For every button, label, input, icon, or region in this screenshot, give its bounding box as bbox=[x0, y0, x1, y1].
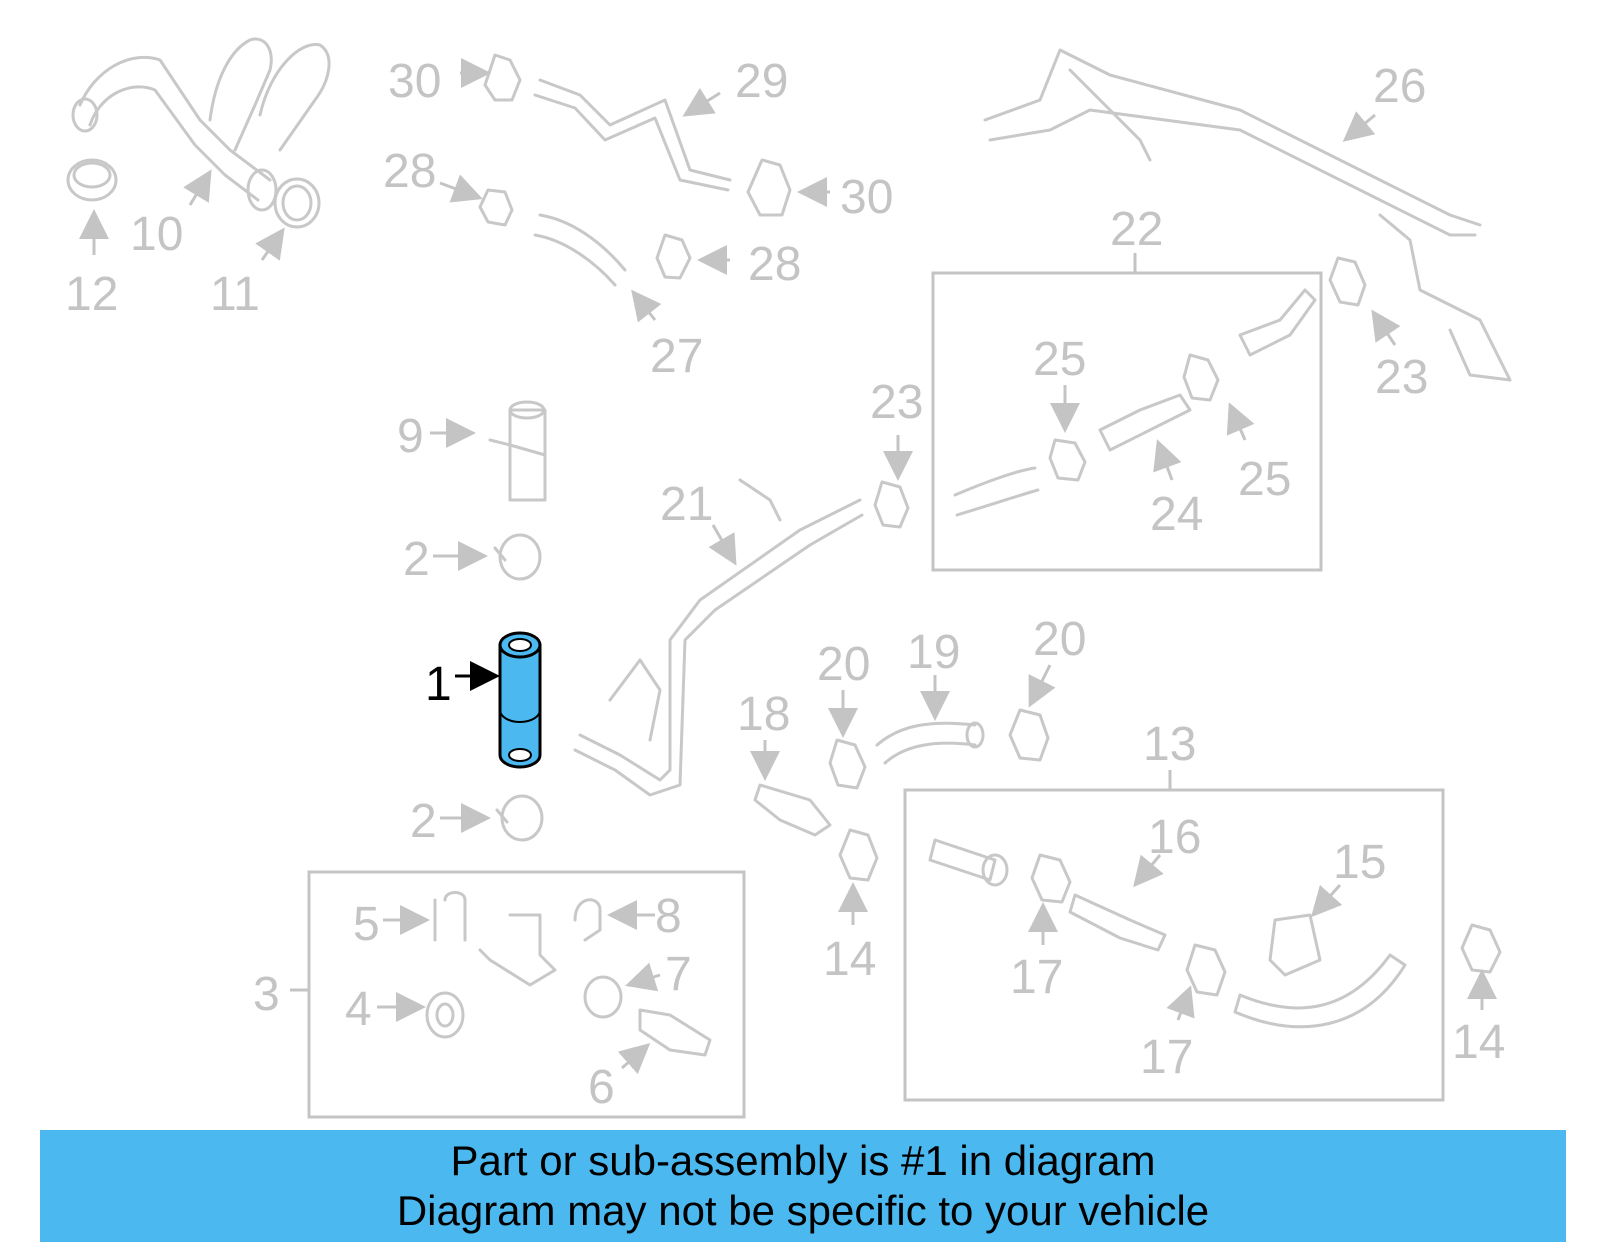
callout-17-left: 17 bbox=[1010, 951, 1063, 1004]
clamp-2-top bbox=[493, 533, 542, 581]
callout-18: 18 bbox=[737, 688, 790, 741]
callout-28-right: 28 bbox=[748, 238, 801, 291]
callout-labels: 1 2 2 3 4 5 6 7 8 9 10 11 12 13 14 14 15… bbox=[65, 55, 1505, 1114]
clamp-28-left bbox=[478, 188, 514, 227]
subassembly-box-3 bbox=[307, 870, 746, 1119]
info-banner: Part or sub-assembly is #1 in diagram Di… bbox=[40, 1130, 1566, 1242]
box-3-parts bbox=[425, 891, 712, 1057]
clamp-28-right bbox=[655, 233, 692, 280]
hose-27 bbox=[533, 213, 627, 287]
callout-2-top: 2 bbox=[403, 533, 430, 586]
box-13-parts bbox=[928, 838, 1407, 1029]
callout-24: 24 bbox=[1150, 488, 1203, 541]
hose-1-highlighted[interactable] bbox=[498, 631, 542, 769]
subassembly-box-13 bbox=[903, 788, 1445, 1102]
hose-22-parts bbox=[953, 288, 1317, 517]
callout-20-left: 20 bbox=[817, 638, 870, 691]
clamp-2-bottom bbox=[495, 794, 544, 842]
clamp-30-top bbox=[483, 53, 522, 102]
callout-9: 9 bbox=[397, 410, 424, 463]
clamp-12 bbox=[66, 158, 118, 202]
callout-15: 15 bbox=[1333, 836, 1386, 889]
fitting-18 bbox=[753, 783, 832, 837]
callout-8: 8 bbox=[655, 890, 682, 943]
hose-assembly-10 bbox=[71, 37, 331, 212]
callout-25-left: 25 bbox=[1033, 333, 1086, 386]
callout-19: 19 bbox=[907, 626, 960, 679]
clamp-30-right bbox=[746, 158, 792, 217]
banner-line-1: Part or sub-assembly is #1 in diagram bbox=[450, 1137, 1156, 1184]
callout-6: 6 bbox=[588, 1061, 615, 1114]
callout-21: 21 bbox=[660, 478, 713, 531]
callout-27: 27 bbox=[650, 330, 703, 383]
callout-23-mid: 23 bbox=[870, 376, 923, 429]
callout-5: 5 bbox=[353, 898, 380, 951]
subassembly-box-22 bbox=[931, 271, 1323, 572]
callout-14-right: 14 bbox=[1452, 1016, 1505, 1069]
callout-4: 4 bbox=[345, 983, 372, 1036]
bracket-26 bbox=[983, 48, 1512, 382]
hose-19 bbox=[875, 721, 985, 765]
callout-30-right: 30 bbox=[840, 171, 893, 224]
clamp-23-top bbox=[1328, 256, 1367, 307]
callout-23-right: 23 bbox=[1375, 351, 1428, 404]
banner-line-2: Diagram may not be specific to your vehi… bbox=[396, 1187, 1210, 1234]
callout-12: 12 bbox=[65, 268, 118, 321]
callout-20-right: 20 bbox=[1033, 613, 1086, 666]
callout-25-right: 25 bbox=[1238, 453, 1291, 506]
callout-7: 7 bbox=[665, 948, 692, 1001]
callout-17-right: 17 bbox=[1140, 1031, 1193, 1084]
callout-28-left: 28 bbox=[383, 145, 436, 198]
callout-30-top: 30 bbox=[388, 55, 441, 108]
callout-22: 22 bbox=[1110, 203, 1163, 256]
callout-10: 10 bbox=[130, 208, 183, 261]
callout-11: 11 bbox=[210, 268, 260, 321]
callout-29: 29 bbox=[735, 55, 788, 108]
hose-29 bbox=[533, 78, 732, 192]
callout-13: 13 bbox=[1143, 718, 1196, 771]
leader-lines bbox=[79, 58, 1497, 1075]
clamp-23-mid bbox=[873, 480, 910, 529]
callout-26: 26 bbox=[1373, 60, 1426, 113]
clamp-14-right bbox=[1460, 923, 1502, 974]
callout-14-mid: 14 bbox=[823, 933, 876, 986]
fitting-9 bbox=[488, 400, 547, 502]
clamp-11 bbox=[273, 177, 321, 229]
callout-2-bottom: 2 bbox=[410, 795, 437, 848]
pipe-21 bbox=[573, 478, 864, 797]
callout-1: 1 bbox=[425, 658, 452, 711]
clamp-20-left bbox=[828, 738, 867, 790]
clamp-14-mid bbox=[838, 828, 879, 882]
callout-16: 16 bbox=[1148, 811, 1201, 864]
callout-3: 3 bbox=[253, 968, 280, 1021]
clamp-20-right bbox=[1008, 708, 1050, 762]
